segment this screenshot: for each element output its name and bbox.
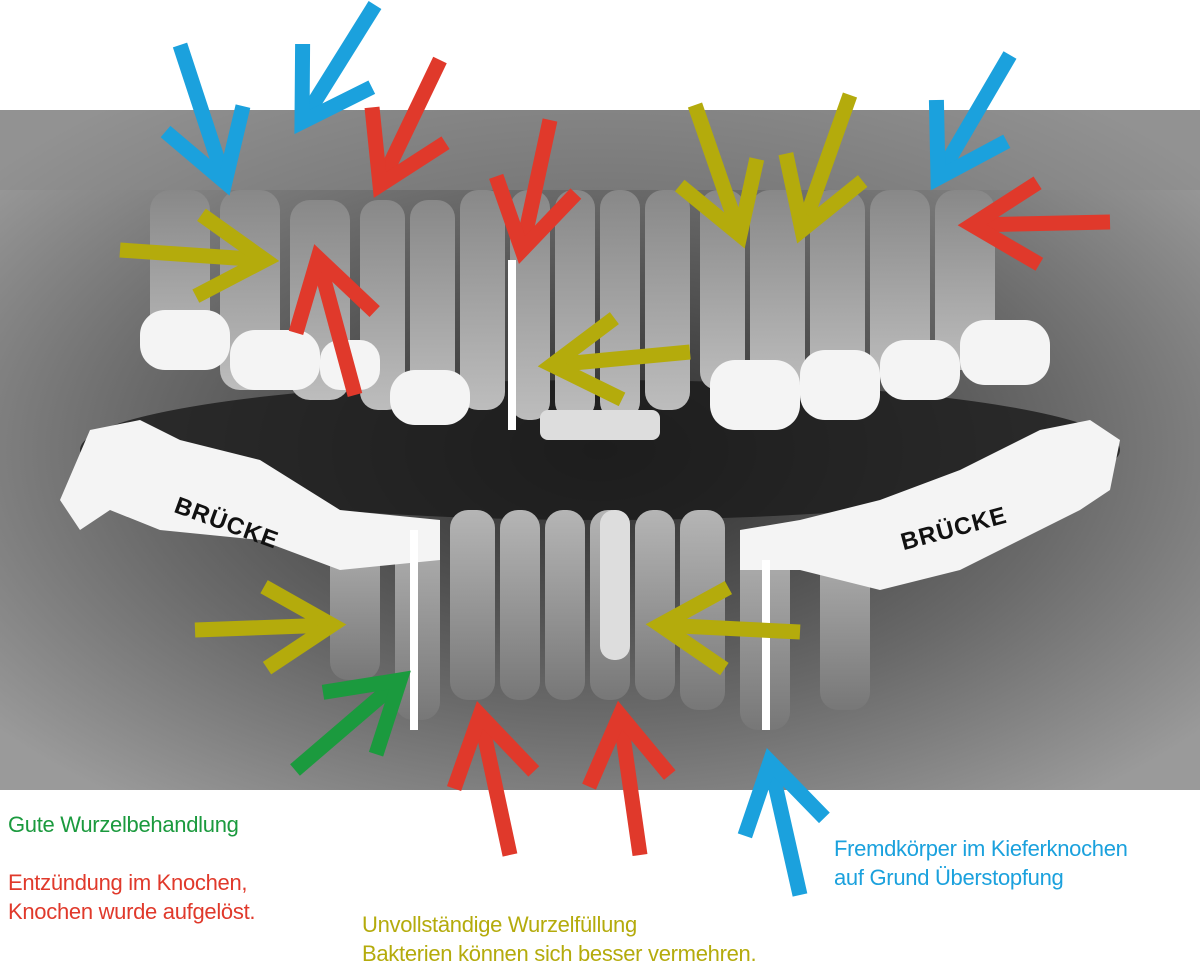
foreign-arrow-icon (160, 42, 251, 196)
incomplete-arrow-icon (645, 581, 801, 676)
legend-foreign-body-line2: auf Grund Überstopfung (834, 865, 1064, 890)
legend-inflammation-line2: Knochen wurde aufgelöst. (8, 899, 256, 924)
inflammation-arrow-icon (446, 700, 540, 857)
lower-bridges (60, 420, 1120, 730)
inflammation-arrow-icon (582, 700, 676, 857)
inflammation-arrow-icon (489, 118, 582, 265)
good-arrow-icon (290, 670, 411, 776)
foreign-arrow-icon (737, 748, 830, 897)
incomplete-arrow-icon (674, 102, 765, 249)
legend-incomplete-line2: Bakterien können sich besser vermehren. (362, 941, 757, 962)
legend-incomplete-line1: Unvollständige Wurzelfüllung (362, 912, 637, 937)
inflammation-arrow-icon (957, 176, 1111, 271)
inflammation-arrow-icon (364, 56, 450, 198)
incomplete-arrow-icon (119, 208, 280, 303)
incomplete-arrow-icon (537, 312, 691, 407)
incomplete-arrow-icon (778, 92, 868, 244)
legend-good-root-treatment: Gute Wurzelbehandlung (8, 812, 239, 837)
legend-inflammation-line1: Entzündung im Knochen, (8, 870, 248, 895)
upper-crowns (140, 260, 1050, 440)
inflammation-arrow-icon (288, 244, 380, 397)
foreign-arrow-icon (928, 51, 1017, 191)
legend-foreign-body-line1: Fremdkörper im Kieferknochen (834, 836, 1128, 861)
incomplete-arrow-icon (194, 580, 347, 675)
foreign-arrow-icon (294, 1, 382, 135)
